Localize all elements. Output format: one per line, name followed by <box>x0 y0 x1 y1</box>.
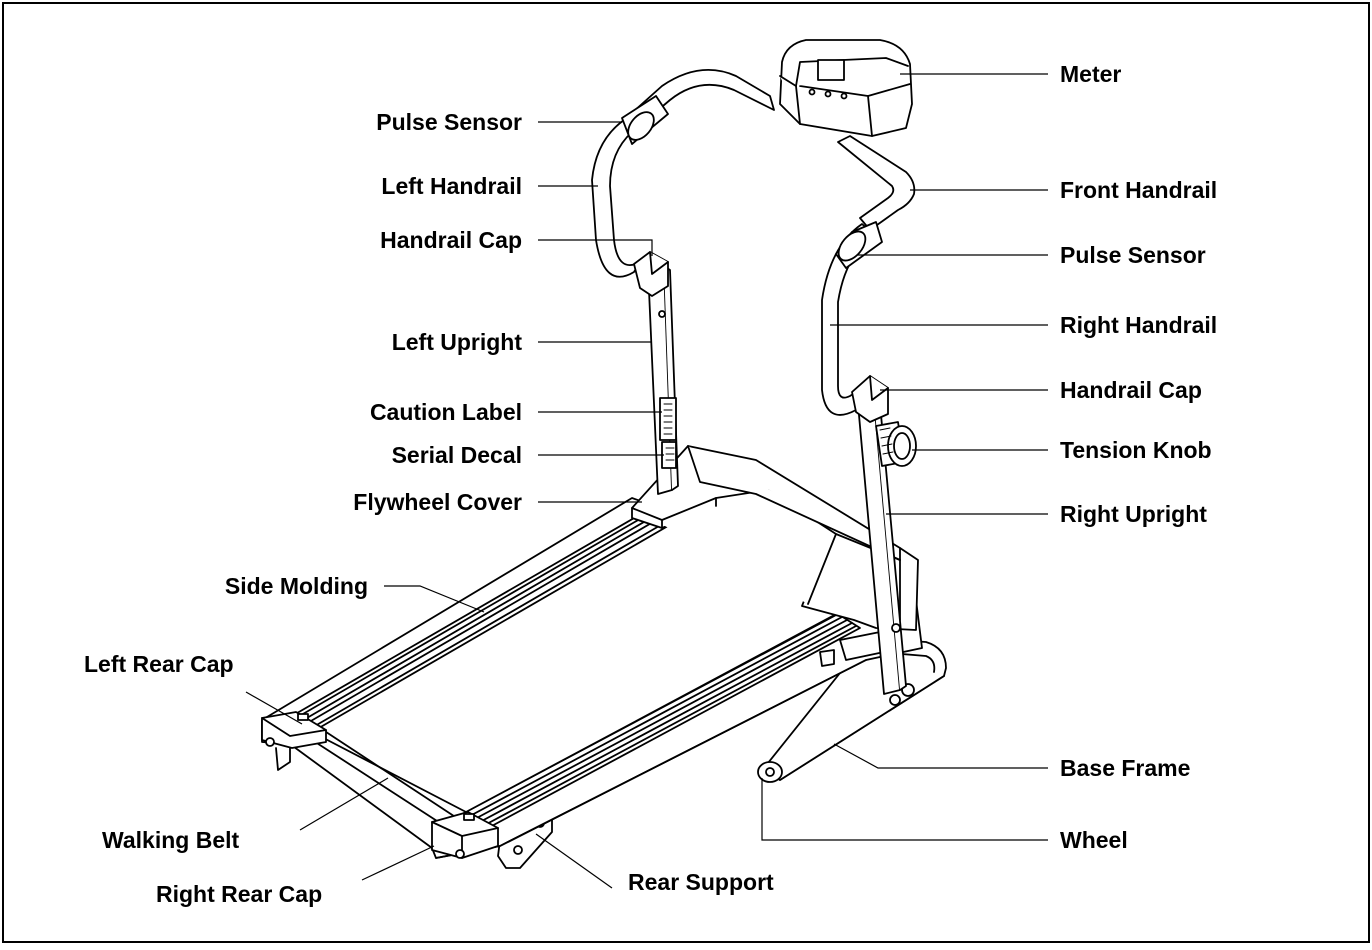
leader-handrail-cap-left <box>538 239 653 256</box>
leader-walking-belt <box>299 777 389 831</box>
handrail-cap-left <box>633 251 669 297</box>
front-handrail <box>837 135 916 231</box>
meter-display <box>817 59 845 81</box>
leader-lines <box>245 73 1048 889</box>
label-caution-label: Caution Label <box>370 399 522 425</box>
leader-rear-support <box>535 833 613 889</box>
leader-side-molding <box>384 585 485 613</box>
label-walking-belt: Walking Belt <box>102 827 239 853</box>
label-right-upright: Right Upright <box>1060 501 1207 527</box>
label-left-upright: Left Upright <box>392 329 523 355</box>
label-right-handrail: Right Handrail <box>1060 312 1217 338</box>
label-base-frame: Base Frame <box>1060 755 1190 781</box>
labels: Pulse Sensor Left Handrail Handrail Cap … <box>84 61 1217 907</box>
left-handrail <box>591 69 775 278</box>
right-handrail <box>821 221 883 416</box>
tension-knob <box>875 421 917 467</box>
label-rear-support: Rear Support <box>628 869 774 895</box>
leader-left-rear-cap <box>245 691 303 725</box>
meter <box>779 39 913 137</box>
leader-right-rear-cap <box>361 845 435 881</box>
label-serial-decal: Serial Decal <box>392 442 522 468</box>
label-handrail-cap-right: Handrail Cap <box>1060 377 1202 403</box>
wheel <box>757 761 783 783</box>
serial-decal <box>661 441 677 469</box>
label-handrail-cap-left: Handrail Cap <box>380 227 522 253</box>
caution-label <box>659 397 677 441</box>
label-tension-knob: Tension Knob <box>1060 437 1212 463</box>
label-side-molding: Side Molding <box>225 573 368 599</box>
flywheel-cover <box>631 445 919 631</box>
label-front-handrail: Front Handrail <box>1060 177 1217 203</box>
label-left-rear-cap: Left Rear Cap <box>84 651 234 677</box>
treadmill-illustration <box>261 39 947 869</box>
label-pulse-sensor-left: Pulse Sensor <box>376 109 522 135</box>
label-left-handrail: Left Handrail <box>381 173 522 199</box>
right-rear-cap <box>431 811 499 859</box>
leader-base-frame <box>833 743 1048 769</box>
label-pulse-sensor-right: Pulse Sensor <box>1060 242 1206 268</box>
label-right-rear-cap: Right Rear Cap <box>156 881 322 907</box>
label-flywheel-cover: Flywheel Cover <box>353 489 522 515</box>
left-rear-cap <box>261 711 327 771</box>
label-meter: Meter <box>1060 61 1121 87</box>
label-wheel: Wheel <box>1060 827 1128 853</box>
handrail-cap-right <box>851 375 889 423</box>
leader-wheel <box>761 778 1048 841</box>
deck <box>261 497 923 859</box>
